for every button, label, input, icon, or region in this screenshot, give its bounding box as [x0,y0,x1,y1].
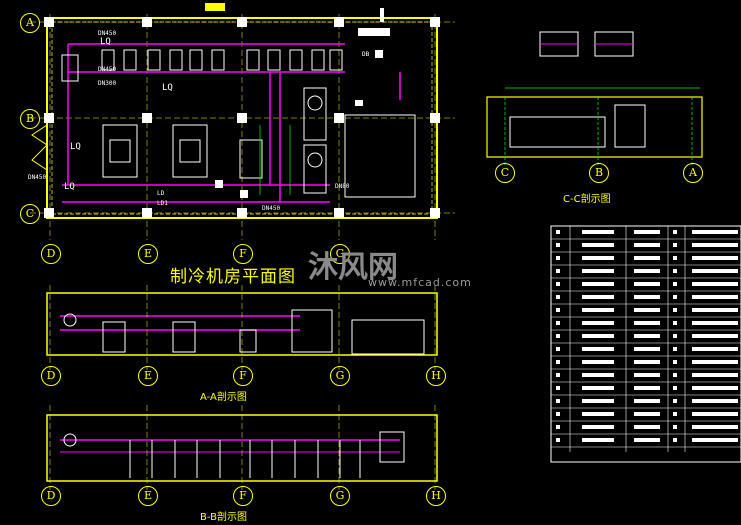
section-bb [46,405,438,490]
cc-axis-bubble-b: B [589,163,609,183]
pipe-label-dn450-left: DN450 [28,174,47,181]
pipe-label-dn450-mid: DN450 [98,66,117,73]
section-bb-title: B-B剖示图 [200,512,247,523]
plan-chilled-water-pipes [62,43,401,203]
pipe-label-lq-left: LQ [70,142,81,152]
bb-axis-bubble-g: G [330,486,350,506]
plan-valves [215,8,390,198]
plan-view [30,3,455,240]
axis-bubble-d: D [41,244,61,264]
axis-bubble-a: A [20,13,40,33]
bb-axis-bubble-f: F [233,486,253,506]
section-cc-title: C-C剖示图 [563,194,611,205]
pipe-label-dn300: DN300 [98,80,117,87]
section-aa-title: A-A剖示图 [200,392,247,403]
plan-chillers [102,87,416,198]
aa-axis-bubble-h: H [426,366,446,386]
plan-structural-columns [44,17,440,218]
pipe-label-dn80: DN80 [335,183,350,190]
plan-title: 制冷机房平面图 [170,267,296,287]
pipe-label-dn450-bottom: DN450 [262,205,281,212]
pipe-label-ld1: LD1 [157,200,168,207]
axis-bubble-c: C [20,204,40,224]
pipe-label-lq-top: LQ [100,37,111,47]
aa-axis-bubble-d: D [41,366,61,386]
plan-pump-row [61,49,343,82]
equipment-table [550,225,741,463]
watermark-url: www.mfcad.com [368,276,472,289]
plan-title-block-marker [205,3,225,11]
plan-wall-opening [31,124,48,171]
pipe-label-lq-bottom: LQ [64,182,75,192]
bb-axis-bubble-d: D [41,486,61,506]
pipe-label-ld: LD [157,190,165,197]
aa-axis-bubble-e: E [138,366,158,386]
axis-bubble-f: F [233,244,253,264]
bb-axis-bubble-h: H [426,486,446,506]
axis-bubble-e: E [138,244,158,264]
pipe-label-db: DB [362,51,370,58]
aa-axis-bubble-g: G [330,366,350,386]
plan-grid-lines [30,14,455,240]
cc-axis-bubble-c: C [495,163,515,183]
watermark-brand: 沐风网 [308,250,398,285]
cc-axis-bubble-a: A [683,163,703,183]
bb-axis-bubble-e: E [138,486,158,506]
pipe-label-dn450-top: DN450 [98,30,117,37]
pipe-label-lq-mid: LQ [162,83,173,93]
axis-bubble-g: G [330,244,350,264]
axis-bubble-b: B [20,109,40,129]
plan-dimension-lines [259,125,291,195]
aa-axis-bubble-f: F [233,366,253,386]
section-cc [486,31,703,165]
section-aa [46,285,438,370]
